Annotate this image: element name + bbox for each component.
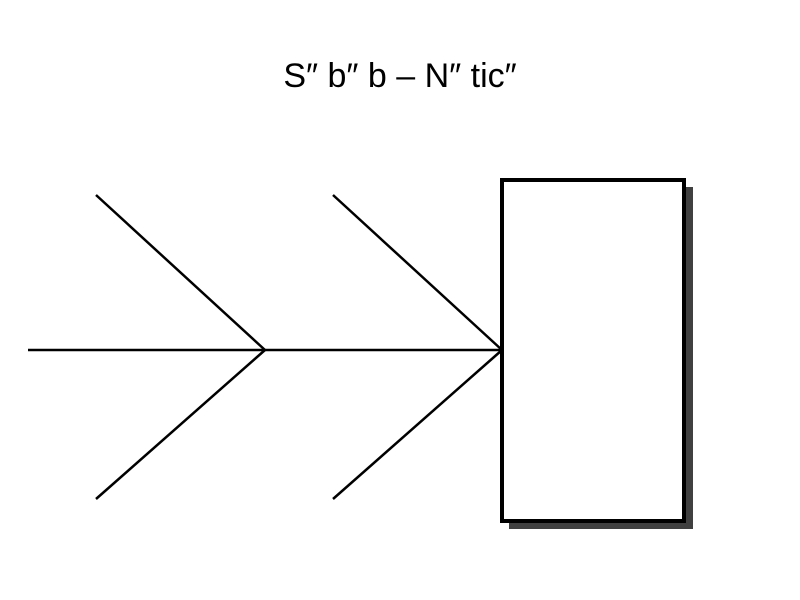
cause-bone-upper-2	[332, 194, 503, 351]
slide-title: S″ b″ b – N″ tic″	[283, 57, 517, 95]
effect-box	[500, 178, 686, 523]
cause-bone-lower-1	[95, 349, 266, 500]
cause-bone-lower-2	[332, 349, 503, 500]
cause-bone-upper-1	[95, 194, 266, 351]
